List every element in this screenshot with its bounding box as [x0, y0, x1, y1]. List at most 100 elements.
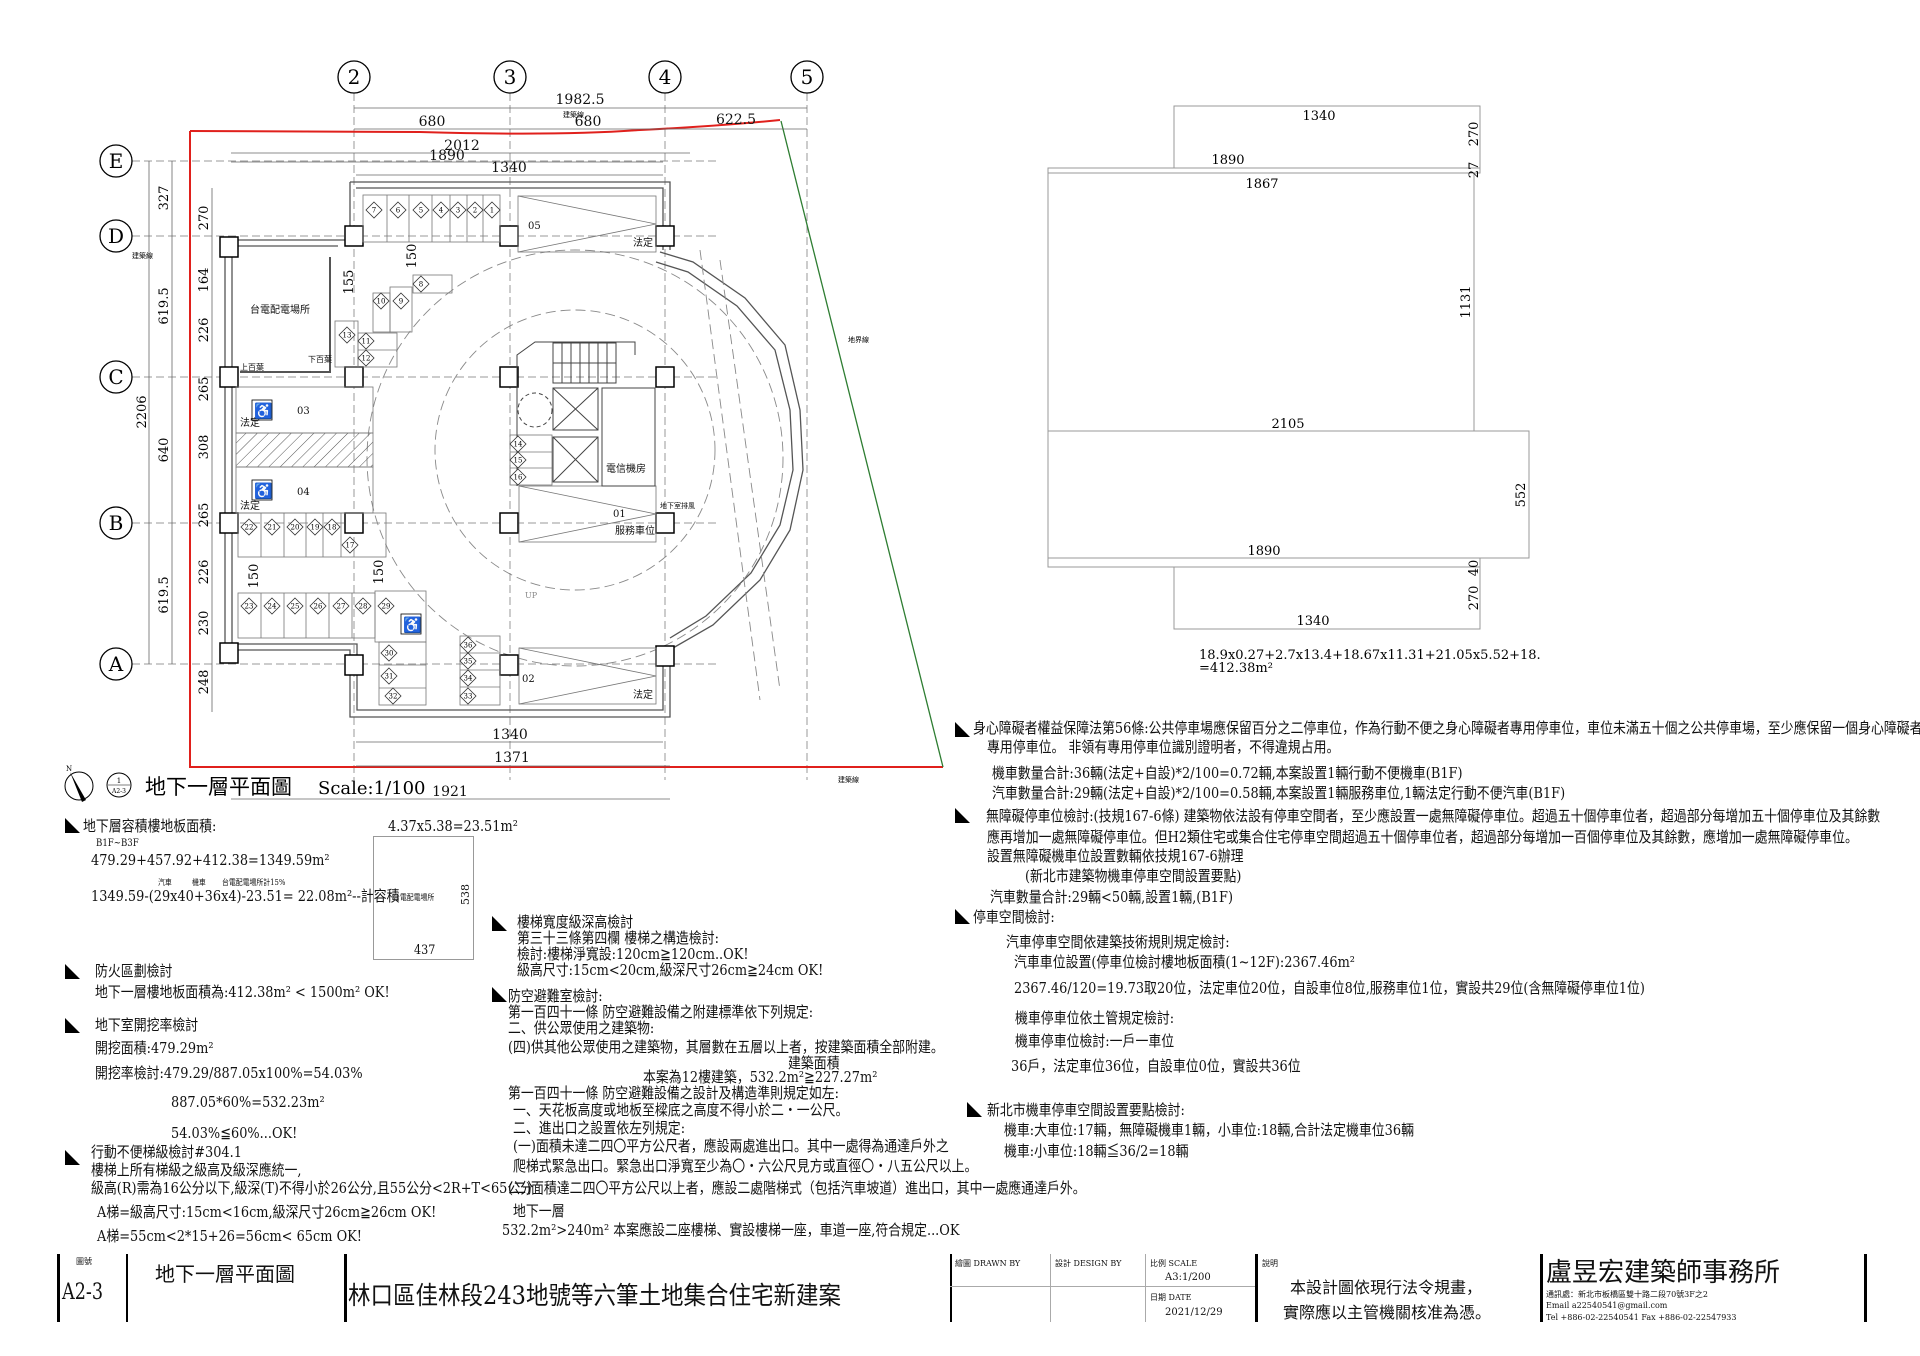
remarks-label: 說明	[1262, 1259, 1278, 1268]
parking-stall-marker: 9	[392, 292, 410, 310]
note-text: 538	[459, 884, 472, 905]
stall-number: 8	[419, 281, 423, 289]
parking-stall-outlines	[235, 194, 657, 706]
note-text: 36戶，法定車位36位，自設車位0位，實設共36位	[1011, 1057, 1301, 1075]
stall-number: 5	[419, 207, 423, 215]
dim: 1131	[1459, 285, 1474, 318]
note-text: 地下一層	[513, 1202, 565, 1220]
stall-number: 20	[291, 524, 300, 532]
stall-diamond	[338, 326, 356, 344]
parking-stall-marker: 24	[263, 597, 281, 615]
area-result: =412.38m²	[1199, 661, 1273, 676]
dim: 40	[1467, 560, 1482, 577]
note-text: 應再增加一處無障礙停車位。但H2類住宅或集合住宅停車空間超過五十個停車位者，超過…	[987, 828, 1858, 846]
stall-number: 24	[268, 603, 277, 611]
area-formula: 18.9x0.27+2.7x13.4+18.67x11.31+21.05x5.5…	[1199, 648, 1540, 663]
scale-label: 比例 SCALE	[1150, 1259, 1198, 1268]
boundary-line-label: 地界線	[848, 335, 869, 344]
stall-diamond	[466, 201, 484, 219]
space-number-01: 01	[613, 509, 626, 520]
stall-diamond	[341, 536, 359, 554]
note-text: 樓梯上所有梯級之級高及級深應統一,	[91, 1161, 302, 1179]
space-number-02: 02	[522, 674, 535, 685]
parking-stall-marker: 16	[509, 468, 527, 486]
stall-diamond	[306, 518, 324, 536]
parking-stall-marker: 2	[466, 201, 484, 219]
note-text: 級高(R)需為16公分以下,級深(T)不得小於26公分,且55公分<2R+T<6…	[91, 1179, 534, 1197]
divider	[1145, 1254, 1146, 1322]
elevator-shaft	[552, 387, 599, 431]
firm-phone: Tel +886-02-22540541 Fax +886-02-2254793…	[1546, 1313, 1737, 1322]
divider	[57, 1254, 60, 1322]
dim-seg: 164	[197, 268, 212, 293]
area-bottom-strip	[1047, 557, 1481, 568]
floor-plan: 2 3 4 5 E D C B A 建築線 建築線 地界線 建築線 1982.5…	[64, 60, 944, 802]
stall-number: 17	[346, 542, 355, 550]
note-heading: 防火區劃檢討	[95, 962, 173, 980]
parking-stall-marker: 23	[240, 597, 258, 615]
grid-bubble-C: C	[99, 360, 133, 394]
note-text: 532.2m²>240m² 本案應設二座樓梯、實設樓梯一座，車道一座,符合規定.…	[502, 1221, 960, 1239]
dim-seg: 265	[197, 377, 212, 402]
parking-stall-marker: 6	[389, 201, 407, 219]
parking-stall-marker: 36	[459, 636, 477, 654]
wheelchair-icon: ♿	[254, 402, 273, 420]
note-heading: 行動不便梯級檢討#304.1	[91, 1143, 242, 1161]
stall-diamond	[309, 597, 327, 615]
stall-number: 26	[314, 603, 323, 611]
dimension-lines	[148, 107, 807, 800]
area-band	[1047, 430, 1530, 559]
divider	[950, 1254, 952, 1322]
dim-bay-2-3: 680	[419, 114, 446, 130]
stall-diamond	[240, 597, 258, 615]
stall-diamond	[449, 201, 467, 219]
project-name: 林口區佳林段243地號等六筆土地集合住宅新建案	[348, 1281, 841, 1310]
stall-number: 33	[464, 693, 473, 701]
stall-diamond	[332, 597, 350, 615]
telecom-room-label: 電信機房	[606, 462, 646, 475]
dim-seg: 230	[197, 611, 212, 636]
svg-text:4: 4	[659, 65, 672, 89]
note-text: (二)面積達二四〇平方公尺以上者，應設二處階梯式（包括汽車坡道）進出口，其中一處…	[508, 1179, 1086, 1197]
stall-diamond	[509, 468, 527, 486]
parking-stall-marker: 18	[323, 518, 341, 536]
note-text: 479.29+457.92+412.38=1349.59m²	[91, 851, 330, 869]
wheelchair-icon: ♿	[254, 482, 273, 500]
building-line-label: 建築線	[132, 251, 153, 260]
note-marker-icon	[955, 808, 970, 823]
stall-diamond	[483, 201, 501, 219]
note-text: 機車:大車位:17輛，無障礙機車1輛，小車位:18輛,合計法定機車位36輛	[1004, 1121, 1415, 1139]
space-number-03: 03	[297, 406, 310, 417]
remarks-text: 實際應以主管機關核准為憑。	[1283, 1303, 1492, 1322]
stall-number: 1	[490, 207, 494, 215]
legal-label: 法定	[240, 499, 260, 512]
parking-stall-marker: 27	[332, 597, 350, 615]
dim-inner: 150	[247, 564, 262, 589]
note-text: (四)供其他公眾使用之建築物，其層數在五層以上者，按建築面積全部附建。	[508, 1038, 944, 1056]
note-text: 4.37x5.38=23.51m²	[388, 817, 518, 835]
stall-diamond	[263, 597, 281, 615]
ramp-turning-circles	[366, 249, 784, 701]
dim: 552	[1514, 483, 1529, 508]
dim-left-b-a: 619.5	[157, 576, 172, 613]
note-text: 汽車停車空間依建築技術規則規定檢討:	[1006, 933, 1230, 951]
divider	[344, 1254, 347, 1322]
note-heading: 地下層容積樓地板面積:	[83, 817, 217, 835]
dim-2012: 2012	[444, 138, 480, 154]
detail-reference: 1 A2-3	[106, 772, 132, 798]
stall-number: 10	[377, 298, 386, 306]
stall-number: 23	[245, 603, 254, 611]
parking-stall-marker: 33	[459, 687, 477, 705]
area-top-strip	[1047, 167, 1481, 174]
stall-number: 32	[389, 693, 398, 701]
note-marker-icon	[65, 1018, 80, 1033]
stall-number: 12	[362, 355, 371, 363]
remarks-text: 本設計圖依現行法令規畫，	[1290, 1278, 1483, 1297]
design-by-label: 設計 DESIGN BY	[1055, 1259, 1122, 1268]
note-text: 機車停車位依土管規定檢討:	[1015, 1009, 1175, 1027]
stall-number: 29	[382, 603, 391, 611]
dim-seg: 265	[197, 503, 212, 528]
note-text: 無障礙停車位檢討:(技規167-6條) 建築物依法設有停車空間者，至少應設置一處…	[986, 807, 1881, 825]
stall-number: 2	[473, 207, 477, 215]
note-text: (新北市建築物機車停車空間設置要點)	[1025, 867, 1242, 885]
